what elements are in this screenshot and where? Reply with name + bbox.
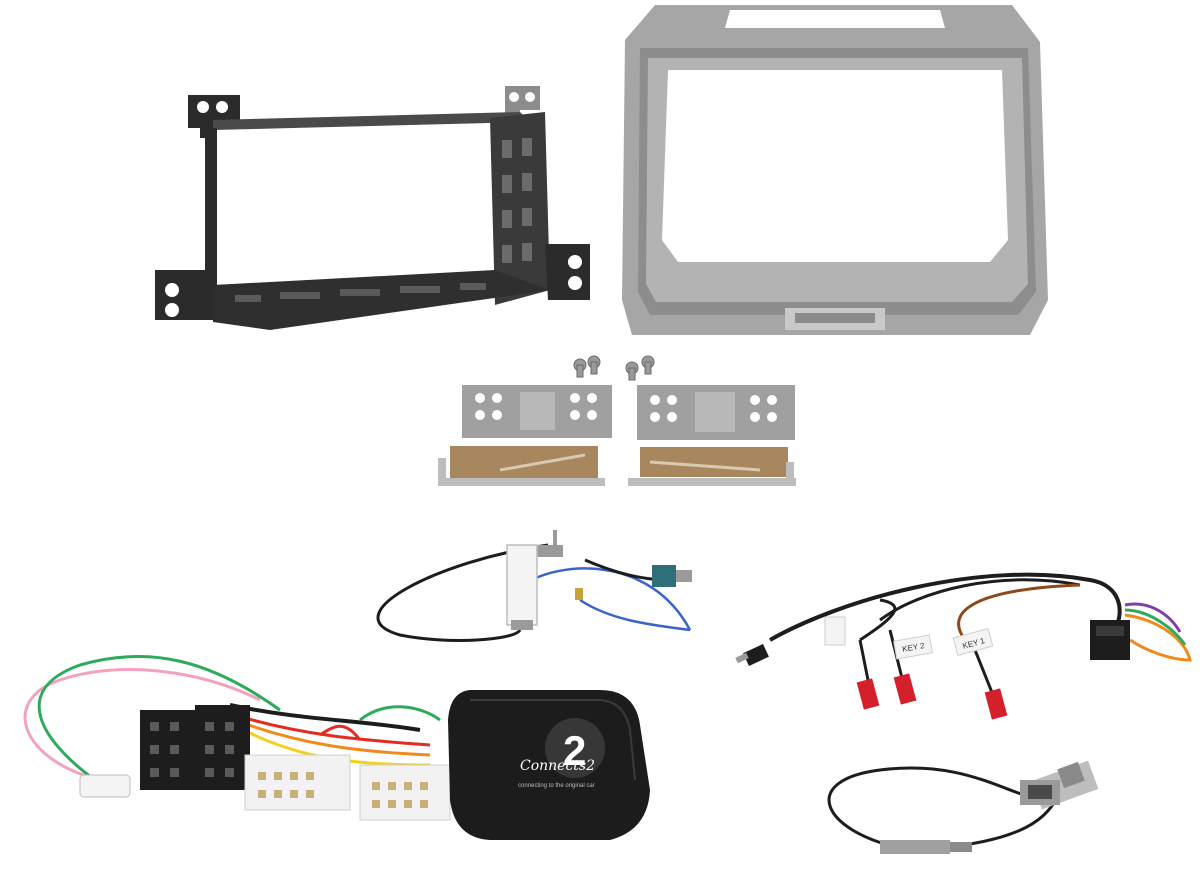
mounting-screws [573,355,655,381]
connects2-brand-text: Connects2 [520,758,595,774]
steering-control-harness [23,654,451,821]
silver-fascia-panel [622,5,1048,335]
interface-box [448,690,650,840]
fascia-screen-opening [662,70,1008,262]
cage-bottom-right-tab [545,244,590,300]
connects2-small-text: connecting to the original car [518,783,595,789]
aerial-adapter-2 [827,760,1099,854]
connects2-logo-circle [545,718,605,778]
connects2-logo-numeral: 2 [563,727,586,774]
side-bracket-plates [438,385,796,486]
patch-lead [735,572,1192,720]
double-din-cage [155,86,590,330]
patch-lead-tag-key2: KEY 2 [901,641,925,654]
cage-bottom-left-tab [155,270,215,320]
aerial-adapter [376,530,692,642]
